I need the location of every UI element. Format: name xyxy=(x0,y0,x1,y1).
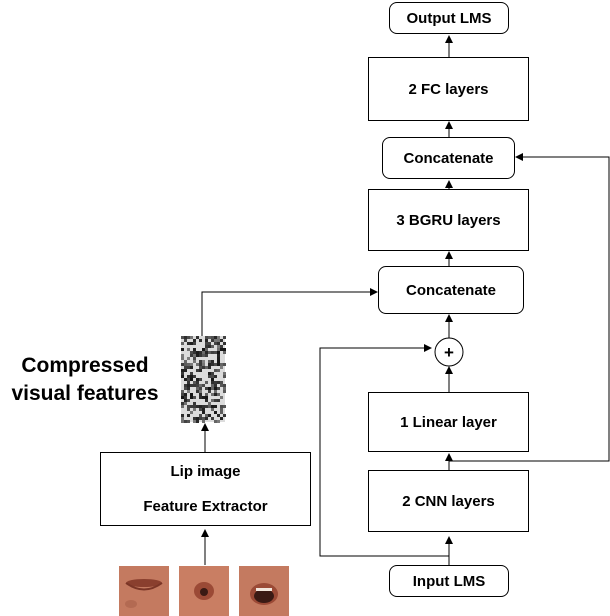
lip-extractor-line1: Lip image xyxy=(170,463,241,480)
concatenate-top-box: Concatenate xyxy=(382,137,515,179)
linear-layer-label: 1 Linear layer xyxy=(400,413,497,431)
arrow-features-to-concat xyxy=(201,288,378,336)
lip-extractor-line2: Feature Extractor xyxy=(143,498,268,515)
arrow-skip-to-concat-top xyxy=(449,153,610,462)
output-lms-label: Output LMS xyxy=(406,9,492,27)
compressed-features-line1: Compressed xyxy=(21,354,149,377)
output-lms-box: Output LMS xyxy=(389,2,509,34)
sum-node-symbol: + xyxy=(444,343,454,362)
compressed-features-image xyxy=(181,336,226,423)
compressed-features-line2: visual features xyxy=(11,382,159,405)
concatenate-top-label: Concatenate xyxy=(403,149,494,167)
fc-layers-box: 2 FC layers xyxy=(368,57,529,121)
lip-feature-extractor-box: Lip image Feature Extractor xyxy=(100,452,311,526)
compressed-features-label: Compressed visual features xyxy=(0,352,170,408)
linear-layer-box: 1 Linear layer xyxy=(368,392,529,452)
bgru-layers-box: 3 BGRU layers xyxy=(368,189,529,251)
concatenate-mid-label: Concatenate xyxy=(405,281,497,299)
fc-layers-label: 2 FC layers xyxy=(408,80,489,98)
sum-node-circle xyxy=(434,337,464,367)
input-lms-box: Input LMS xyxy=(389,565,509,597)
concatenate-mid-box: Concatenate xyxy=(378,266,524,314)
input-lms-label: Input LMS xyxy=(412,572,486,590)
cnn-layers-label: 2 CNN layers xyxy=(402,492,495,510)
cnn-layers-box: 2 CNN layers xyxy=(368,470,529,532)
arrow-skip-to-plus xyxy=(319,344,449,557)
bgru-layers-label: 3 BGRU layers xyxy=(396,211,501,229)
